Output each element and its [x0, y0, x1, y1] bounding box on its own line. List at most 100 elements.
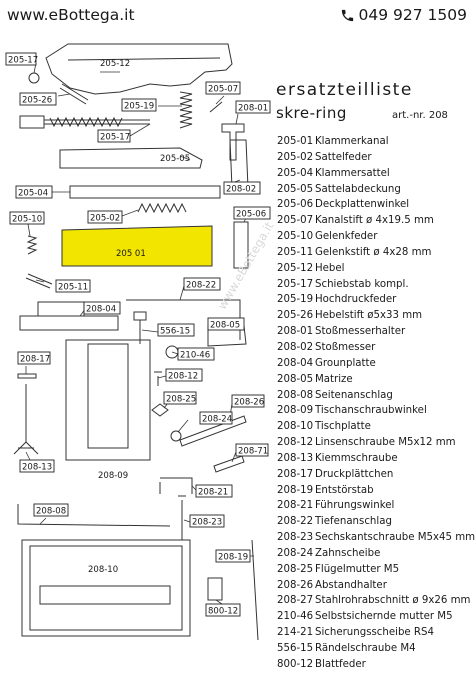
diagram-label-208-05: 208-05: [207, 317, 245, 331]
part-name: Sattelfeder: [315, 151, 372, 163]
part-number: 205-05: [277, 183, 314, 195]
part-number: 205-11: [277, 246, 314, 258]
part-name: Stoßmesser: [315, 341, 376, 353]
diagram-label-205-17a: 205-17: [5, 52, 38, 66]
part-number: 208-02: [277, 341, 314, 353]
diagram-label-800-12: 800-12: [205, 603, 241, 617]
diagram-label-205-05: 205-05: [160, 154, 190, 164]
diagram-label-205-19: 205-19: [121, 98, 157, 112]
diagram-label-205-10: 205-10: [9, 211, 45, 225]
part-number: 205-12: [277, 262, 314, 274]
part-name: Sicherungsscheibe RS4: [315, 627, 434, 639]
diagram-label-205-12: 205-12: [100, 59, 130, 69]
diagram-label-text: 208-22: [186, 281, 216, 291]
part-name: Stoßmesserhalter: [315, 326, 406, 338]
leaf-spring: [207, 577, 223, 601]
base-plate: [19, 301, 119, 331]
part-name: Klammersattel: [315, 167, 390, 179]
guide-bracket: [159, 477, 193, 494]
diagram-label-text: 205-11: [58, 283, 88, 293]
lever-inner-line: [67, 57, 221, 61]
suppression-rod: [251, 539, 259, 641]
part-name: Selbstsichernde mutter M5: [315, 611, 453, 623]
diagram-label-text: 208-01: [238, 104, 268, 114]
part-name: Führungswinkel: [315, 500, 395, 512]
diagram-label-text: 208-26: [234, 398, 264, 408]
diagram-label-208-17: 208-17: [17, 351, 51, 365]
diagram-label-208-19: 208-19: [215, 549, 251, 563]
saddle-cover: [59, 147, 203, 169]
doc-title: ersatzteilliste: [276, 80, 413, 100]
diagram-label-210-46: 210-46: [177, 347, 215, 361]
phone-number[interactable]: 049 927 1509: [340, 6, 467, 24]
part-name: Schiebstab kompl.: [315, 278, 409, 290]
part-name: Abstandhalter: [315, 579, 387, 591]
diagram-label-208-02: 208-02: [223, 181, 261, 195]
part-number: 205-06: [277, 199, 314, 211]
diagram-label-text: 205-06: [236, 210, 266, 220]
staple-channel: [61, 225, 213, 267]
lever-part: [45, 43, 233, 95]
part-number: 556-15: [277, 643, 314, 654]
diagram-label-text: 205-17: [8, 56, 38, 66]
diagram-label-text: 205-17: [100, 133, 130, 143]
diagram-label-text: 205-26: [22, 96, 52, 106]
diagram-label-208-25: 208-25: [163, 391, 197, 405]
part-number: 208-19: [277, 484, 314, 496]
diagram-label-text: 208-10: [88, 565, 118, 575]
part-name: Hebel: [315, 262, 345, 274]
part-number: 208-09: [277, 405, 314, 417]
part-name: Seitenanschlag: [315, 389, 393, 401]
diagram-label-556-15: 556-15: [157, 323, 195, 337]
diagram-label-text: 210-46: [180, 351, 210, 361]
part-name: Tischanschraubwinkel: [315, 405, 427, 417]
clip-ring: [28, 72, 40, 84]
phone-text: 049 927 1509: [358, 6, 467, 24]
part-number: 208-10: [277, 421, 314, 433]
part-name: Rändelschraube M4: [315, 643, 416, 654]
diagram-label-text: 208-13: [22, 463, 52, 473]
site-url[interactable]: www.eBottega.it: [7, 6, 135, 24]
table-plate: [21, 539, 191, 637]
diagram-label-text: 205-12: [100, 59, 130, 69]
diagram-label-208-08: 208-08: [33, 503, 69, 517]
diagram-label-208-09: 208-09: [98, 471, 128, 481]
part-name: Hochdruckfeder: [315, 294, 397, 306]
wing-nut: [151, 403, 169, 417]
diagram-label-text: 205 01: [116, 249, 146, 259]
part-number: 210-46: [277, 611, 314, 623]
part-name: Stahlrohrabschnitt ø 9x26 mm: [315, 595, 471, 607]
pusher-spring: [49, 116, 123, 128]
part-name: Matrize: [315, 373, 353, 385]
diagram-label-text: 205-05: [160, 154, 190, 164]
part-number: 208-05: [277, 373, 314, 385]
part-name: Kanalstift ø 4x19.5 mm: [315, 215, 434, 227]
part-name: Tischplatte: [315, 421, 371, 433]
diagram-label-205-11: 205-11: [55, 279, 91, 293]
diagram-label-text: 208-08: [36, 507, 66, 517]
diagram-label-205-26: 205-26: [19, 92, 57, 106]
high-pressure-spring: [179, 91, 193, 129]
part-number: 208-21: [277, 500, 314, 512]
part-number: 208-08: [277, 389, 314, 401]
part-number: 208-22: [277, 516, 314, 528]
diagram-label-208-22: 208-22: [183, 277, 221, 291]
part-name: Deckplattenwinkel: [315, 199, 410, 211]
